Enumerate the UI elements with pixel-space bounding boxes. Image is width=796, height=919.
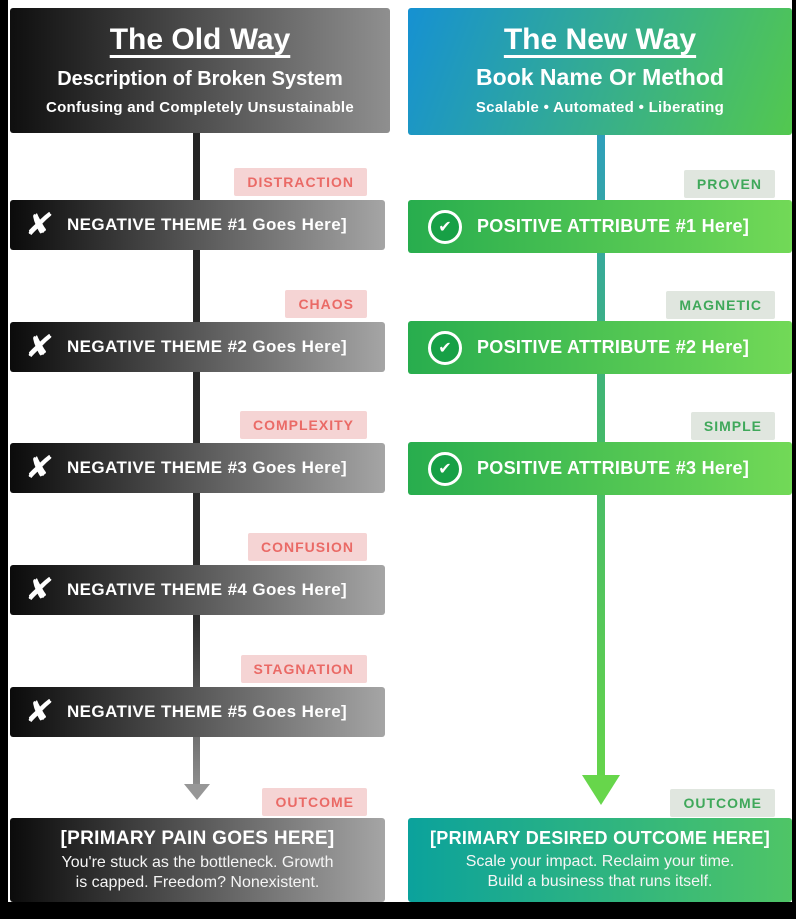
positive-attribute-bar: ✔ POSITIVE ATTRIBUTE #1 Here] (408, 200, 792, 253)
new-way-subtitle: Book Name Or Method (476, 64, 724, 90)
old-outcome-title: [PRIMARY PAIN GOES HERE] (60, 827, 335, 849)
positive-badge: PROVEN (683, 170, 775, 198)
negative-theme-bar: ✘ NEGATIVE THEME #1 Goes Here] (10, 200, 385, 250)
negative-theme-label: NEGATIVE THEME #4 Goes Here] (66, 580, 348, 599)
old-way-subtitle: Description of Broken System (57, 68, 343, 90)
negative-badge: CONFUSION (248, 533, 367, 561)
negative-theme-label: NEGATIVE THEME #3 Goes Here] (66, 458, 348, 477)
old-way-header: The Old Way Description of Broken System… (10, 8, 390, 133)
old-outcome-line1: You're stuck as the bottleneck. Growth (61, 853, 334, 871)
negative-badge: COMPLEXITY (239, 411, 367, 439)
check-circle-icon: ✔ (428, 209, 462, 244)
negative-badge: CHAOS (285, 290, 367, 318)
new-way-header: The New Way Book Name Or Method Scalable… (408, 8, 792, 135)
new-outcome-badge: OUTCOME (670, 789, 775, 817)
cross-icon: ✘ (22, 328, 56, 365)
cross-icon: ✘ (22, 693, 56, 730)
positive-attribute-bar: ✔ POSITIVE ATTRIBUTE #2 Here] (408, 321, 792, 374)
new-outcome-line2: Build a business that runs itself. (487, 873, 713, 890)
old-way-arrowhead-icon (184, 784, 210, 800)
new-outcome-title: [PRIMARY DESIRED OUTCOME HERE] (429, 828, 771, 849)
old-way-tagline: Confusing and Completely Unsustainable (45, 99, 355, 116)
positive-attribute-bar: ✔ POSITIVE ATTRIBUTE #3 Here] (408, 442, 792, 495)
positive-attribute-label: POSITIVE ATTRIBUTE #1 Here] (477, 216, 750, 236)
new-way-arrowhead-icon (582, 775, 620, 805)
new-way-tagline: Scalable • Automated • Liberating (475, 99, 725, 116)
negative-theme-bar: ✘ NEGATIVE THEME #3 Goes Here] (10, 443, 385, 493)
negative-badge: STAGNATION (240, 655, 367, 683)
old-outcome-bar: [PRIMARY PAIN GOES HERE] You're stuck as… (10, 818, 385, 902)
cross-icon: ✘ (22, 206, 56, 243)
positive-attribute-label: POSITIVE ATTRIBUTE #2 Here] (477, 337, 750, 357)
negative-theme-bar: ✘ NEGATIVE THEME #2 Goes Here] (10, 322, 385, 372)
negative-theme-label: NEGATIVE THEME #2 Goes Here] (66, 337, 348, 356)
new-outcome-bar: [PRIMARY DESIRED OUTCOME HERE] Scale you… (408, 818, 792, 902)
check-circle-icon: ✔ (428, 330, 462, 365)
negative-theme-label: NEGATIVE THEME #5 Goes Here] (66, 702, 348, 721)
cross-icon: ✘ (22, 571, 56, 608)
new-way-title: The New Way (503, 23, 697, 56)
check-circle-icon: ✔ (428, 451, 462, 486)
negative-theme-label: NEGATIVE THEME #1 Goes Here] (66, 215, 348, 234)
cross-icon: ✘ (22, 449, 56, 486)
negative-badge: DISTRACTION (234, 168, 367, 196)
new-outcome-line1: Scale your impact. Reclaim your time. (465, 853, 735, 871)
old-outcome-line2: is capped. Freedom? Nonexistent. (75, 873, 320, 891)
old-outcome-badge: OUTCOME (262, 788, 367, 816)
positive-badge: SIMPLE (690, 412, 775, 440)
old-way-title: The Old Way (109, 23, 291, 56)
positive-attribute-label: POSITIVE ATTRIBUTE #3 Here] (477, 458, 750, 478)
positive-badge: MAGNETIC (666, 291, 775, 319)
negative-theme-bar: ✘ NEGATIVE THEME #4 Goes Here] (10, 565, 385, 615)
negative-theme-bar: ✘ NEGATIVE THEME #5 Goes Here] (10, 687, 385, 737)
